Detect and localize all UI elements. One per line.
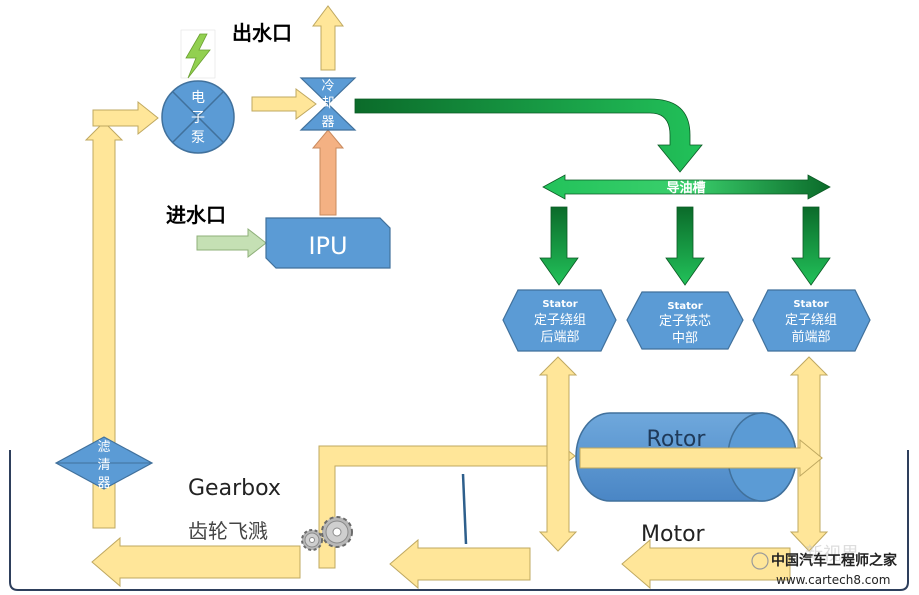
pump-label-1: 电 xyxy=(191,90,205,106)
ipu-box: IPU xyxy=(265,217,391,269)
electric-pump: 电 子 泵 xyxy=(161,80,235,154)
stator-core-line2: 定子铁芯 xyxy=(659,314,711,329)
bottom-return-arrow-3 xyxy=(621,538,791,590)
pump-label-2: 子 xyxy=(191,110,205,126)
inlet-label: 进水口 xyxy=(166,203,226,227)
stator-front-line3: 前端部 xyxy=(791,329,830,345)
filter-label-1: 滤 xyxy=(97,440,110,455)
stator-core: Stator 定子铁芯 中部 xyxy=(626,291,744,350)
oil-down-arrow-rear xyxy=(539,206,579,286)
rear-stator-bi-arrow xyxy=(538,356,578,552)
cooler-label-2: 却 xyxy=(321,96,334,111)
cooler-to-channel-pipe xyxy=(354,98,703,173)
oil-down-arrow-front xyxy=(791,206,831,286)
wechat-icon xyxy=(751,552,769,570)
filter-label-2: 清 xyxy=(97,458,110,473)
watermark: 新视界 中国汽车工程师之家 www.cartech8.com xyxy=(751,544,898,587)
cooler-label-3: 器 xyxy=(321,115,334,130)
outlet-label: 出水口 xyxy=(232,21,292,45)
ipu-to-cooler-arrow xyxy=(311,129,345,216)
stator-rear-title: Stator xyxy=(542,299,577,310)
stator-core-title: Stator xyxy=(667,301,702,312)
stator-front-title: Stator xyxy=(793,299,828,310)
stator-rear-line2: 定子绕组 xyxy=(534,313,586,328)
bottom-return-arrow-2 xyxy=(389,538,531,590)
motor-label: Motor xyxy=(641,522,706,547)
stator-front: Stator 定子绕组 前端部 xyxy=(752,289,871,352)
housing-outline xyxy=(9,450,909,591)
filter: 滤 清 器 xyxy=(54,436,154,491)
oil-down-arrow-core xyxy=(665,206,705,286)
cooler-label-1: 冷 xyxy=(321,79,334,94)
oil-channel-bar xyxy=(542,174,831,200)
stator-core-line3: 中部 xyxy=(672,331,698,346)
outlet-arrow xyxy=(312,5,344,71)
to-pump-arrow xyxy=(92,100,159,136)
stator-front-line2: 定子绕组 xyxy=(785,313,837,328)
watermark-text2: www.cartech8.com xyxy=(776,573,890,587)
ipu-label: IPU xyxy=(308,232,347,260)
stator-rear-line3: 后端部 xyxy=(540,330,579,345)
filter-label-3: 器 xyxy=(97,476,110,491)
inlet-arrow xyxy=(196,227,267,259)
gear-splash-label: 齿轮飞溅 xyxy=(188,519,268,543)
pump-label-3: 泵 xyxy=(191,130,205,146)
pump-to-cooler-arrow xyxy=(251,88,317,120)
watermark-faint: 新视界 xyxy=(805,544,859,565)
gearbox-label: Gearbox xyxy=(188,476,281,501)
housing-divider xyxy=(461,473,468,545)
watermark-text1: 中国汽车工程师之家 xyxy=(771,552,898,569)
stator-rear: Stator 定子绕组 后端部 xyxy=(502,289,617,352)
gears-icon xyxy=(301,516,353,551)
lightning-icon xyxy=(185,33,211,79)
cooler: 冷 却 器 xyxy=(299,77,357,131)
oil-channel-label: 导油槽 xyxy=(666,180,705,196)
bottom-return-arrow-1 xyxy=(91,536,301,588)
rotor-through-arrow-overlay xyxy=(579,438,823,478)
